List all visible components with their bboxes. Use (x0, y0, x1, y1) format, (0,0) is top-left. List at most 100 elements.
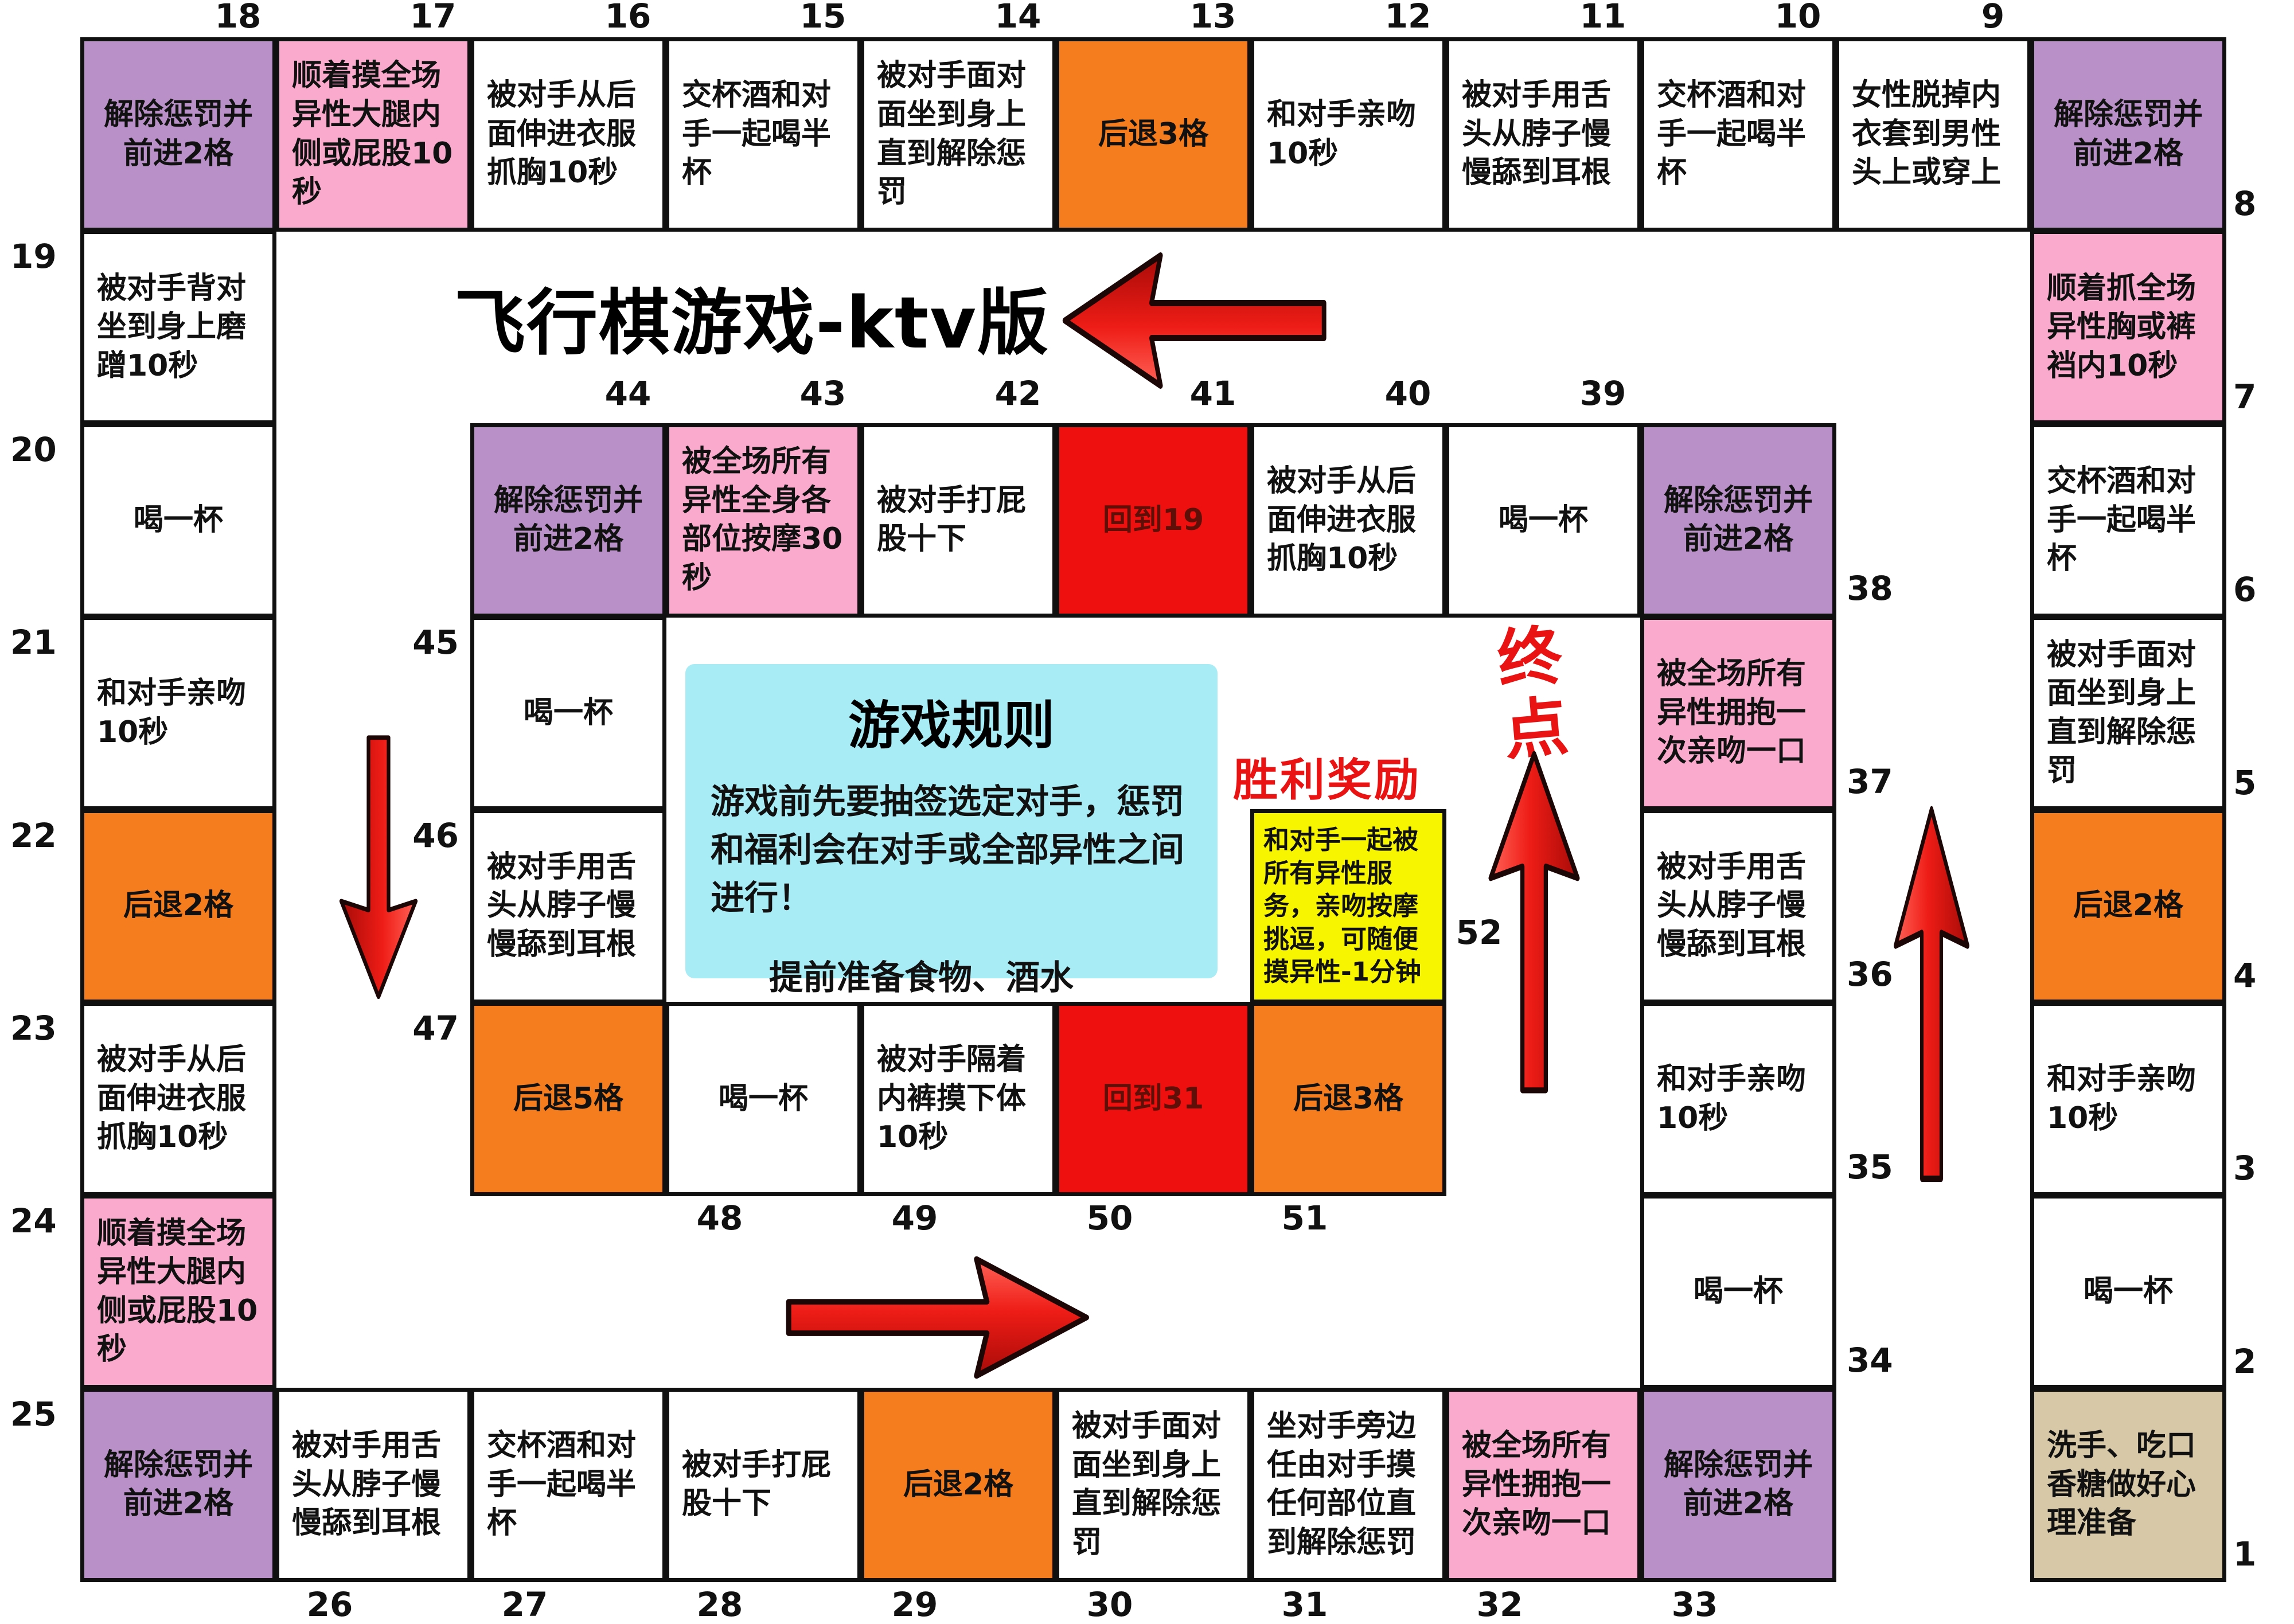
flow-arrow-down-icon (339, 735, 418, 1000)
cell-number-47: 47 (412, 1009, 459, 1048)
board-cell-51: 后退3格 (1250, 1002, 1446, 1196)
cell-number-43: 43 (799, 374, 846, 413)
cell-number-38: 38 (1847, 569, 1893, 608)
board-cell-28: 被对手打屁股十下 (665, 1387, 861, 1582)
board-cell-10: 交杯酒和对手一起喝半杯 (1640, 37, 1836, 232)
rules-note: 提前准备食物、酒水 (769, 958, 1074, 998)
board-cell-39: 喝一杯 (1445, 423, 1641, 618)
cell-number-30: 30 (1086, 1585, 1133, 1624)
cell-number-7: 7 (2233, 377, 2257, 416)
cell-number-29: 29 (891, 1585, 938, 1624)
cell-number-12: 12 (1384, 0, 1431, 36)
board-cell-18: 解除惩罚并前进2格 (80, 37, 276, 232)
board-cell-27: 交杯酒和对手一起喝半杯 (470, 1387, 666, 1582)
board-cell-20: 喝一杯 (80, 423, 276, 618)
board-cell-2: 喝一杯 (2030, 1194, 2226, 1389)
cell-number-17: 17 (409, 0, 457, 36)
flow-arrow-right-icon (786, 1256, 1089, 1379)
board-cell-29: 后退2格 (860, 1387, 1056, 1582)
board-cell-12: 和对手亲吻10秒 (1250, 37, 1446, 232)
page-title: 飞行棋游戏-ktv版 (454, 282, 1050, 365)
board-cell-21: 和对手亲吻10秒 (80, 616, 276, 811)
board-cell-52-victory: 和对手一起被所有异性服务，亲吻按摩挑逗，可随便摸异性-1分钟 (1250, 809, 1446, 1004)
rules-box: 游戏规则 游戏前先要抽签选定对手，惩罚和福利会在对手或全部异性之间进行！ 提前准… (685, 664, 1218, 997)
board-cell-11: 被对手用舌头从脖子慢慢舔到耳根 (1445, 37, 1641, 232)
board-cell-48: 喝一杯 (665, 1002, 861, 1196)
victory-reward-label: 胜利奖励 (1233, 755, 1422, 806)
cell-number-31: 31 (1281, 1585, 1328, 1624)
cell-number-25: 25 (10, 1394, 57, 1434)
cell-number-23: 23 (10, 1009, 57, 1048)
cell-number-8: 8 (2233, 184, 2257, 224)
board-cell-4: 后退2格 (2030, 809, 2226, 1004)
title-arrow-left-icon (1062, 252, 1327, 389)
board-cell-46: 被对手用舌头从脖子慢慢舔到耳根 (470, 809, 666, 1004)
board-cell-43: 被全场所有异性全身各部位按摩30秒 (665, 423, 861, 618)
cell-number-10: 10 (1774, 0, 1821, 36)
board-cell-8: 解除惩罚并前进2格 (2030, 37, 2226, 232)
cell-number-36: 36 (1847, 955, 1893, 994)
board-cell-42: 被对手打屁股十下 (860, 423, 1056, 618)
board-cell-35: 和对手亲吻10秒 (1640, 1002, 1836, 1196)
cell-number-27: 27 (501, 1585, 548, 1624)
board-cell-1: 洗手、吃口香糖做好心理准备 (2030, 1387, 2226, 1582)
cell-number-21: 21 (10, 623, 57, 662)
board-cell-13: 后退3格 (1055, 37, 1251, 232)
board-cell-25: 解除惩罚并前进2格 (80, 1387, 276, 1582)
cell-number-51: 51 (1281, 1199, 1328, 1237)
cell-number-20: 20 (10, 430, 57, 469)
board-cell-30: 被对手面对面坐到身上直到解除惩罚 (1055, 1387, 1251, 1582)
cell-number-37: 37 (1847, 762, 1893, 801)
rules-title: 游戏规则 (848, 696, 1055, 756)
cell-number-50: 50 (1086, 1199, 1133, 1237)
board-cell-9: 女性脱掉内衣套到男性头上或穿上 (1835, 37, 2031, 232)
cell-number-41: 41 (1189, 374, 1236, 413)
board-cell-31: 坐对手旁边任由对手摸任何部位直到解除惩罚 (1250, 1387, 1446, 1582)
cell-number-4: 4 (2233, 956, 2257, 995)
cell-number-24: 24 (10, 1201, 57, 1241)
cell-number-18: 18 (214, 0, 262, 36)
cell-number-34: 34 (1847, 1340, 1893, 1380)
cell-number-1: 1 (2233, 1535, 2257, 1574)
board-cell-6: 交杯酒和对手一起喝半杯 (2030, 423, 2226, 618)
board-cell-3: 和对手亲吻10秒 (2030, 1002, 2226, 1196)
board-cell-14: 被对手面对面坐到身上直到解除惩罚 (860, 37, 1056, 232)
cell-number-44: 44 (604, 374, 651, 413)
cell-number-40: 40 (1384, 374, 1431, 413)
cell-number-45: 45 (412, 623, 459, 662)
cell-number-22: 22 (10, 815, 57, 855)
board-cell-47: 后退5格 (470, 1002, 666, 1196)
cell-number-11: 11 (1579, 0, 1626, 36)
board-cell-15: 交杯酒和对手一起喝半杯 (665, 37, 861, 232)
board-cell-45: 喝一杯 (470, 616, 666, 811)
board-cell-44: 解除惩罚并前进2格 (470, 423, 666, 618)
board-cell-37: 被全场所有异性拥抱一次亲吻一口 (1640, 616, 1836, 811)
board-cell-32: 被全场所有异性拥抱一次亲吻一口 (1445, 1387, 1641, 1582)
cell-number-3: 3 (2233, 1149, 2257, 1188)
cell-number-16: 16 (604, 0, 651, 36)
cell-number-35: 35 (1847, 1147, 1893, 1187)
cell-number-15: 15 (799, 0, 846, 36)
board-cell-7: 顺着抓全场异性胸或裤裆内10秒 (2030, 230, 2226, 425)
board-cell-50: 回到31 (1055, 1002, 1251, 1196)
cell-number-28: 28 (696, 1585, 743, 1624)
rules-body: 游戏前先要抽签选定对手，惩罚和福利会在对手或全部异性之间进行！ (711, 782, 1185, 918)
board-cell-36: 被对手用舌头从脖子慢慢舔到耳根 (1640, 809, 1836, 1004)
cell-number-14: 14 (994, 0, 1041, 36)
cell-number-6: 6 (2233, 570, 2257, 610)
cell-number-42: 42 (994, 374, 1041, 413)
cell-number-19: 19 (10, 237, 57, 276)
board-cell-16: 被对手从后面伸进衣服抓胸10秒 (470, 37, 666, 232)
board-cell-33: 解除惩罚并前进2格 (1640, 1387, 1836, 1582)
end-point-arrow-up-icon (1488, 751, 1580, 1094)
board-cell-17: 顺着摸全场异性大腿内侧或屁股10秒 (275, 37, 471, 232)
flow-arrow-up-icon (1894, 806, 1969, 1182)
cell-number-49: 49 (891, 1199, 938, 1237)
cell-number-26: 26 (306, 1585, 353, 1624)
cell-number-13: 13 (1189, 0, 1236, 36)
cell-number-52: 52 (1456, 913, 1503, 952)
cell-number-46: 46 (412, 815, 459, 855)
board-cell-49: 被对手隔着内裤摸下体10秒 (860, 1002, 1056, 1196)
board-cell-24: 顺着摸全场异性大腿内侧或屁股10秒 (80, 1194, 276, 1389)
